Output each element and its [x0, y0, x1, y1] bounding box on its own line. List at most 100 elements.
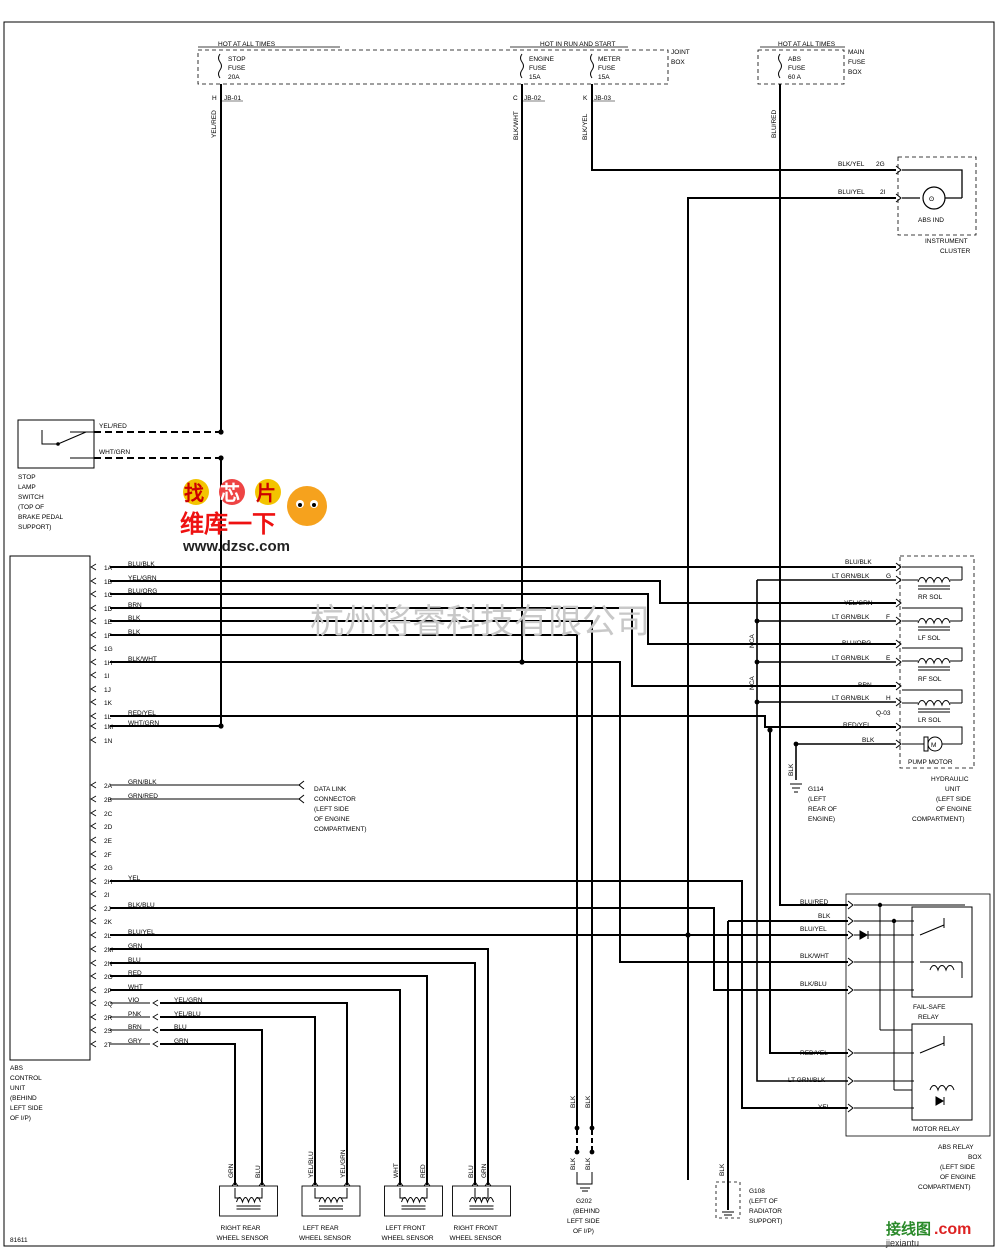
svg-text:M: M [931, 742, 936, 749]
pin-connector-icon [90, 685, 97, 693]
solenoid-wire [902, 647, 963, 661]
svg-text:jiexiantu: jiexiantu [885, 1238, 919, 1248]
svg-text:FAIL-SAFE: FAIL-SAFE [913, 1004, 946, 1011]
svg-text:BLK/BLU: BLK/BLU [800, 981, 827, 988]
svg-text:YEL: YEL [818, 1104, 831, 1111]
solenoid-wire [902, 607, 963, 621]
pin-connector-icon [90, 877, 97, 885]
svg-text:60 A: 60 A [788, 74, 802, 81]
watermark: 杭州将睿科技有限公司 [310, 602, 650, 642]
pin-connector-icon [90, 722, 97, 730]
figure-id: 81611 [10, 1237, 28, 1244]
svg-text:ABS: ABS [10, 1065, 24, 1072]
abs-harness [110, 566, 896, 1185]
svg-text:RR SOL: RR SOL [918, 594, 943, 601]
svg-text:LEFT FRONT: LEFT FRONT [386, 1225, 426, 1232]
joint-box-outline [197, 49, 669, 85]
svg-text:LEFT REAR: LEFT REAR [303, 1225, 339, 1232]
svg-text:LT GRN/BLK: LT GRN/BLK [832, 655, 870, 662]
abs-pin-2J: 2J [104, 906, 111, 913]
abs-pin-wire-1F: BLK [128, 629, 141, 636]
svg-text:RIGHT REAR: RIGHT REAR [221, 1225, 261, 1232]
dzsc-logo: 找 芯 片 维库一下 www.dzsc.com [180, 479, 327, 555]
abs-pin-2I: 2I [104, 892, 110, 899]
svg-text:ABS IND: ABS IND [918, 217, 944, 224]
svg-text:(TOP OF: (TOP OF [18, 504, 44, 511]
svg-text:H: H [886, 695, 891, 702]
fuse-stop: STOP FUSE 20A H JB-01 YEL/RED [211, 53, 246, 138]
svg-text:ENGINE): ENGINE) [808, 816, 835, 823]
abs-pin-2E: 2E [104, 838, 113, 845]
pin-connector-icon [90, 604, 97, 612]
abs-pin-1J: 1J [104, 687, 111, 694]
svg-text:WHEEL SENSOR: WHEEL SENSOR [217, 1235, 269, 1242]
abs-pin-2A: 2A [104, 783, 113, 790]
abs-pin-wire-2P: WHT [128, 984, 143, 991]
svg-text:K: K [583, 95, 588, 102]
abs-pin-wire-2A: GRN/BLK [128, 779, 157, 786]
abs-pin-wire2-2Q: YEL/GRN [174, 997, 203, 1004]
sensor-coil-icon [401, 1197, 426, 1204]
svg-text:STOP: STOP [18, 474, 36, 481]
svg-text:COMPARTMENT): COMPARTMENT) [918, 1184, 970, 1191]
svg-text:STOP: STOP [228, 56, 246, 63]
hot-at-all-times-left: HOT AT ALL TIMES [218, 41, 276, 48]
pin-connector-icon [90, 999, 97, 1007]
abs-pin-2L: 2L [104, 933, 112, 940]
svg-text:20A: 20A [228, 74, 240, 81]
abs-pin-2S: 2S [104, 1028, 113, 1035]
pin-connector-icon [90, 1013, 97, 1021]
svg-text:BRN: BRN [858, 682, 872, 689]
svg-text:RADIATOR: RADIATOR [749, 1208, 782, 1215]
svg-text:OF ENGINE: OF ENGINE [936, 806, 972, 813]
svg-text:BLU/ORG: BLU/ORG [842, 640, 871, 647]
svg-text:SUPPORT): SUPPORT) [749, 1218, 782, 1225]
abs-pin-1L: 1L [104, 714, 112, 721]
main-fuse-label-3: BOX [848, 69, 862, 76]
pin-connector-icon [90, 631, 97, 639]
svg-text:BLU/RED: BLU/RED [800, 899, 828, 906]
svg-text:(LEFT OF: (LEFT OF [749, 1198, 778, 1205]
svg-text:RED: RED [420, 1164, 427, 1178]
svg-text:COMPARTMENT): COMPARTMENT) [314, 826, 366, 833]
svg-text:RELAY: RELAY [918, 1014, 939, 1021]
svg-text:BLK/WHT: BLK/WHT [800, 953, 829, 960]
svg-text:SWITCH: SWITCH [18, 494, 44, 501]
svg-text:BLU/YEL: BLU/YEL [838, 189, 865, 196]
pin-connector-icon [90, 822, 97, 830]
abs-pin-2T: 2T [104, 1042, 112, 1049]
abs-pin-wire-1E: BLK [128, 615, 141, 622]
abs-pin-1B: 1B [104, 579, 112, 586]
svg-text:维库一下: 维库一下 [180, 510, 276, 538]
svg-text:找: 找 [184, 481, 204, 505]
abs-pin-wire-2B: GRN/RED [128, 793, 158, 800]
ground-g114: BLK G114 (LEFT REAR OF ENGINE) [788, 763, 837, 823]
svg-text:(LEFT SIDE: (LEFT SIDE [936, 796, 972, 803]
main-fuse-box-outline [757, 49, 845, 85]
pin-connector-icon [90, 959, 97, 967]
abs-pin-wire-1A: BLU/BLK [128, 561, 155, 568]
svg-text:.com: .com [934, 1221, 971, 1238]
svg-text:GRN: GRN [228, 1163, 235, 1178]
svg-text:C: C [513, 95, 518, 102]
instrument-cluster: BLK/YEL 2G BLU/YEL 2I ʘ ABS IND INSTRUME… [687, 156, 977, 1180]
abs-pin-wire-1M: WHT/GRN [128, 720, 159, 727]
pin-connector-icon [90, 1040, 97, 1048]
joint-box-label-1: JOINT [671, 49, 690, 56]
svg-text:YEL/BLU: YEL/BLU [308, 1151, 315, 1178]
abs-pin-2B: 2B [104, 797, 112, 804]
svg-text:RED/YEL: RED/YEL [843, 722, 871, 729]
fuse-engine: ENGINE FUSE 15A C JB-02 BLK/WHT [513, 53, 555, 140]
svg-text:YEL/RED: YEL/RED [211, 110, 218, 138]
pin-connector-icon [90, 931, 97, 939]
svg-text:WHEEL SENSOR: WHEEL SENSOR [382, 1235, 434, 1242]
svg-text:(LEFT SIDE: (LEFT SIDE [314, 806, 350, 813]
abs-pin-wire2-2R: YEL/BLU [174, 1011, 201, 1018]
svg-text:REAR OF: REAR OF [808, 806, 837, 813]
abs-pin-wire-1C: BLU/ORG [128, 588, 157, 595]
svg-text:LEFT SIDE: LEFT SIDE [10, 1105, 43, 1112]
page-border [3, 21, 995, 1247]
